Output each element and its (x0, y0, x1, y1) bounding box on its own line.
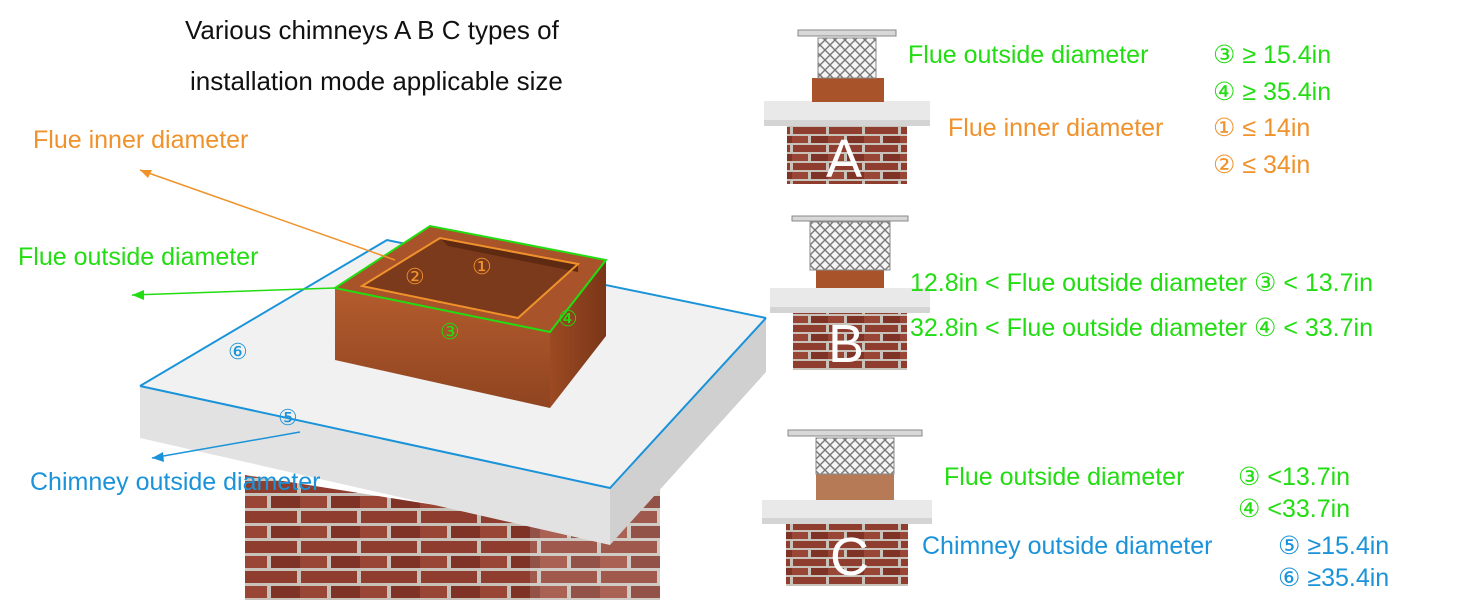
brick-column-front (245, 475, 530, 600)
marker-2: ② (405, 264, 425, 289)
marker-3: ③ (440, 319, 460, 344)
panel-c-image (762, 429, 932, 586)
panel-a-inner-2: ② ≤ 34in (1213, 151, 1311, 179)
title-line-2: installation mode applicable size (190, 66, 563, 96)
panel-c-outside-label: Flue outside diameter (944, 463, 1185, 491)
arrow-flue-inner (139, 169, 396, 261)
title-line-1: Various chimneys A B C types of (185, 15, 559, 45)
chimney-outline (139, 238, 767, 387)
cap-side (610, 318, 766, 545)
marker-1: ① (472, 254, 492, 279)
marker-5: ⑤ (278, 405, 298, 430)
panel-a-inner-1: ① ≤ 14in (1213, 114, 1311, 142)
panel-a-outside-label: Flue outside diameter (908, 41, 1149, 69)
panel-c-outside-2: ④ <33.7in (1238, 495, 1351, 523)
flue-outside-label: Flue outside diameter (18, 243, 259, 271)
cap-front (140, 386, 610, 545)
flue-right-face (550, 260, 606, 408)
panel-b-image (770, 215, 930, 370)
panel-a-outside-1: ③ ≥ 15.4in (1213, 41, 1332, 69)
panel-c-letter: C (830, 527, 869, 587)
chimney-outside-label: Chimney outside diameter (30, 468, 321, 496)
arrow-flue-outside (131, 287, 336, 296)
flue-inner-label: Flue inner diameter (33, 126, 249, 154)
panel-c-chimney-1: ⑤ ≥15.4in (1278, 532, 1390, 560)
panel-b-line-1: 12.8in < Flue outside diameter ③ < 13.7i… (910, 269, 1373, 297)
panel-a-outside-2: ④ ≥ 35.4in (1213, 78, 1332, 106)
marker-6: ⑥ (228, 339, 248, 364)
panel-b-line-2: 32.8in < Flue outside diameter ④ < 33.7i… (910, 314, 1373, 342)
arrow-chimney-outside (151, 431, 301, 459)
panel-a-inner-label: Flue inner diameter (948, 114, 1164, 142)
marker-4: ④ (558, 306, 578, 331)
flue-front-face (335, 288, 550, 408)
panel-c-chimney-label: Chimney outside diameter (922, 532, 1213, 560)
panel-c-outside-1: ③ <13.7in (1238, 463, 1351, 491)
panel-a-image (764, 29, 930, 184)
panel-a-letter: A (826, 129, 863, 189)
panel-b-letter: B (828, 314, 865, 374)
panel-c-chimney-2: ⑥ ≥35.4in (1278, 564, 1390, 592)
